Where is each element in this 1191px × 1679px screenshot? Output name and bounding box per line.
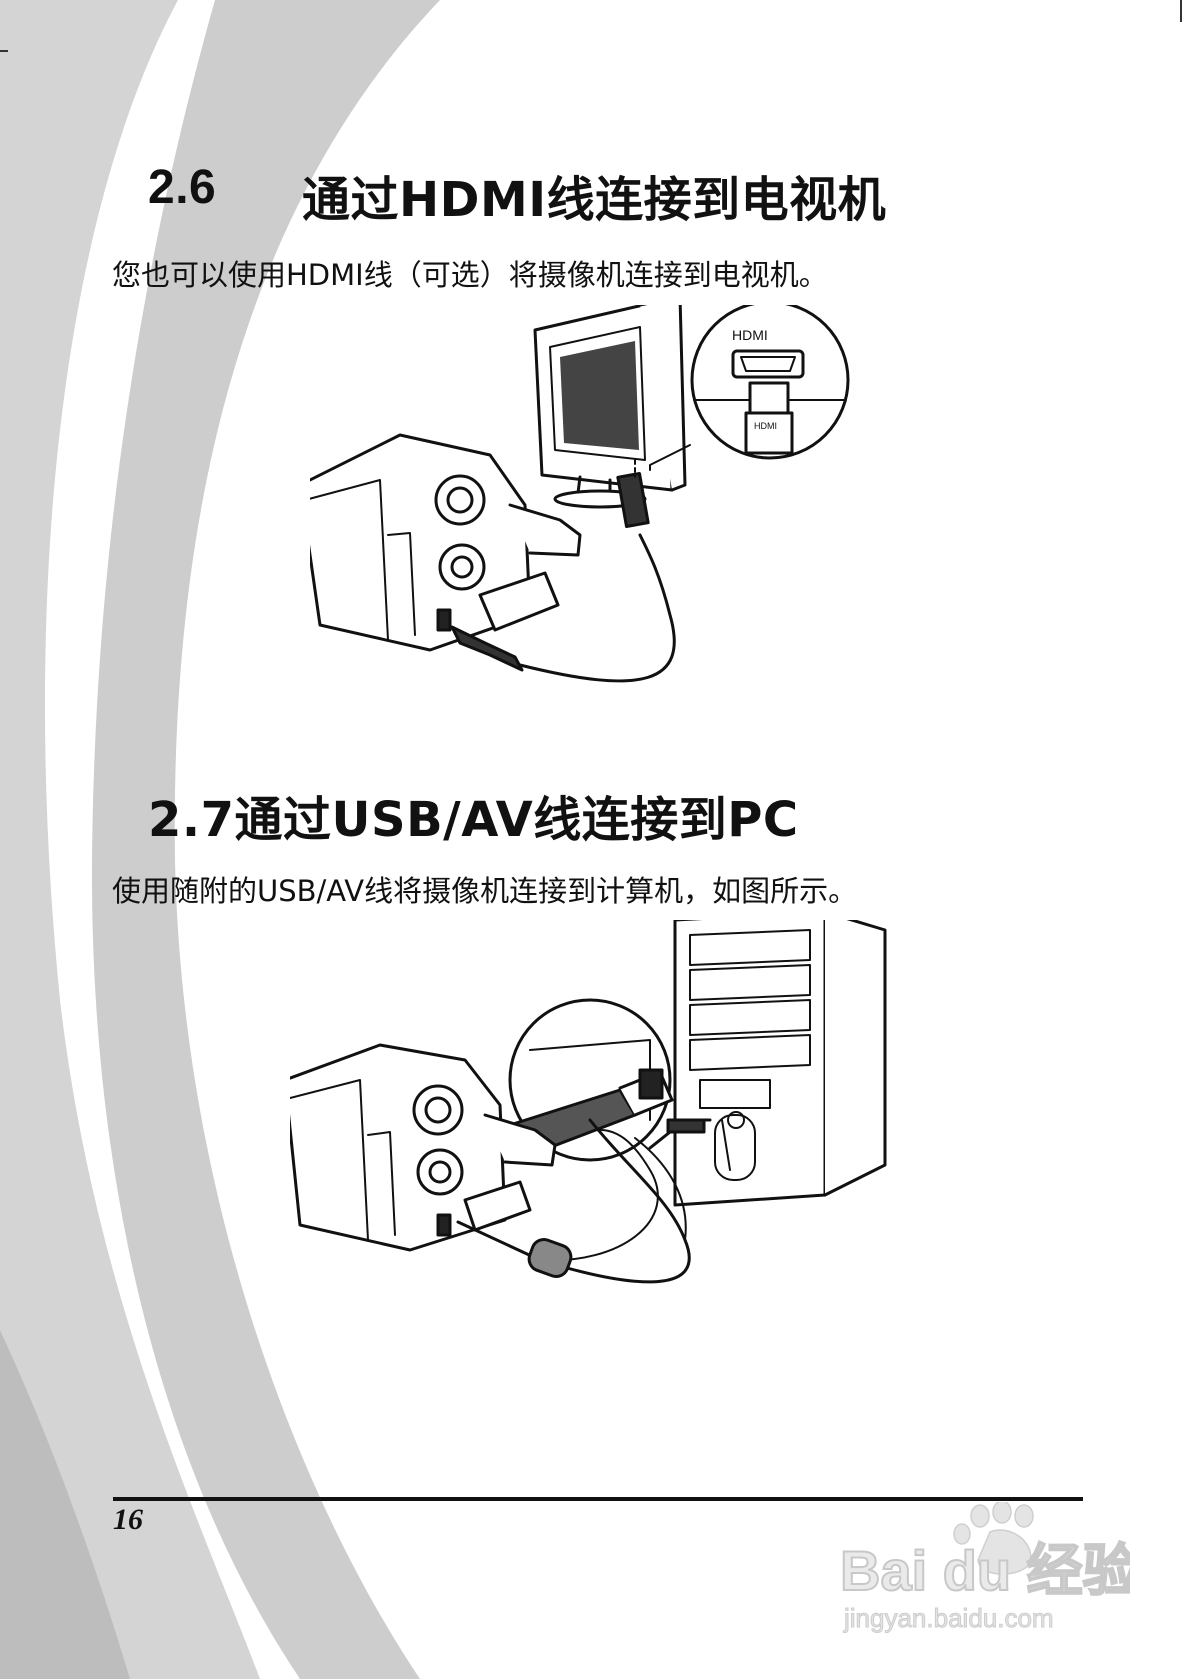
- page-number: 16: [113, 1503, 143, 1536]
- section-title: 通过HDMI线连接到电视机: [302, 172, 887, 228]
- usb-av-connection-figure: [290, 920, 887, 1284]
- hdmi-plug-label: HDMI: [754, 421, 777, 431]
- footer-rule: [113, 1497, 1083, 1501]
- camcorder-icon: [310, 433, 582, 652]
- body-paragraph: 使用随附的USB/AV线将摄像机连接到计算机，如图所示。: [112, 874, 858, 908]
- camcorder-icon: [290, 1043, 557, 1252]
- hdmi-label: HDMI: [732, 327, 768, 343]
- crop-mark: [0, 50, 8, 52]
- section-heading: 2.7通过USB/AV线连接到PC: [148, 792, 799, 848]
- section-number: 2.6: [148, 161, 217, 214]
- body-paragraph: 您也可以使用HDMI线（可选）将摄像机连接到电视机。: [112, 258, 828, 292]
- baidu-watermark: Bai du 经验 jingyan.baidu.com: [840, 1502, 1130, 1634]
- hdmi-connection-figure: HDMI HDMI: [310, 305, 850, 683]
- hdmi-port-callout: [649, 305, 850, 471]
- watermark-url: jingyan.baidu.com: [843, 1603, 1054, 1633]
- tv-monitor-icon: [533, 305, 687, 509]
- pc-tower-icon: [673, 920, 887, 1207]
- crop-mark: [1180, 0, 1182, 22]
- watermark-logo-text: Bai du 经验: [840, 1539, 1130, 1602]
